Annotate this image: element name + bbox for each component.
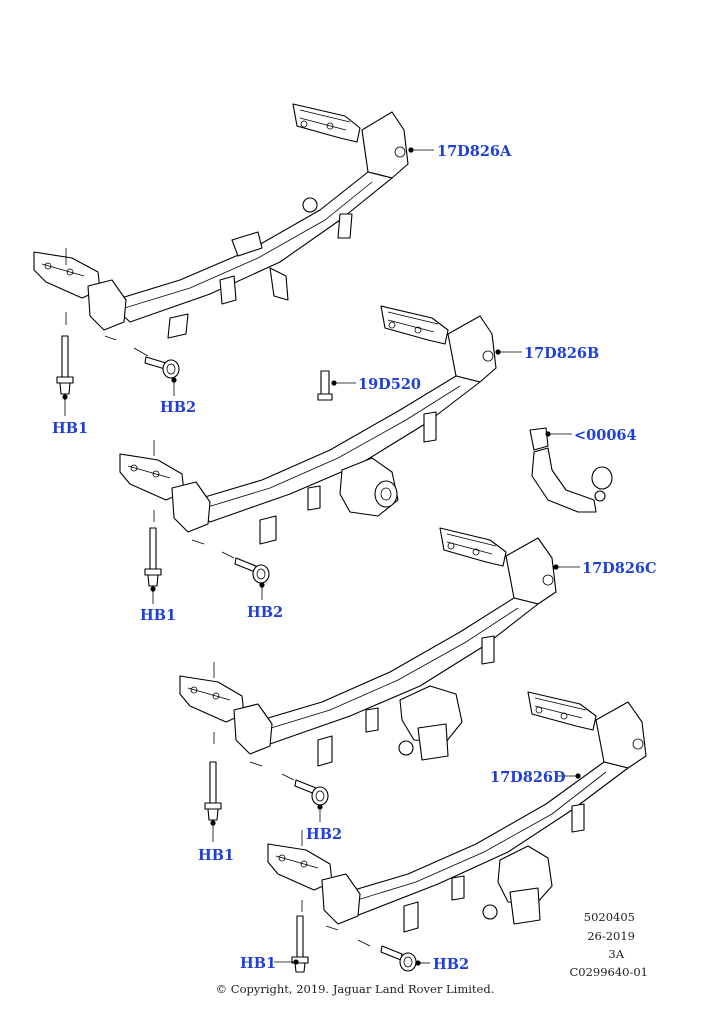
diagram-reference: C0299640-01 [569,965,648,979]
callout-hb1-b[interactable]: HB1 [140,607,176,624]
callout-hb1-d[interactable]: HB1 [240,955,276,972]
callout-hb2-c[interactable]: HB2 [306,826,342,843]
tow-bar-assembly-d[interactable] [267,691,647,947]
bolt-hb1-c[interactable] [204,761,222,821]
tow-bar-assembly-c[interactable] [179,527,557,781]
callout-17d826b[interactable]: 17D826B [524,345,599,362]
callout-hb2-d[interactable]: HB2 [433,956,469,973]
leader-lines [62,147,581,966]
callout-17d826a[interactable]: 17D826A [437,143,512,160]
callout-19d520[interactable]: 19D520 [358,376,421,393]
bolt-hb1-a[interactable] [56,335,74,395]
diagram-code: 3A [608,947,624,961]
bolt-hb2-a[interactable] [144,356,180,379]
callout-hb2-a[interactable]: HB2 [160,399,196,416]
callout-hb2-b[interactable]: HB2 [247,604,283,621]
towball-assembly[interactable] [529,427,613,513]
bolt-hb2-b[interactable] [234,557,270,584]
callout-17d826d[interactable]: 17D826D [490,769,566,786]
tow-bar-assembly-a[interactable] [33,103,409,357]
socket-bracket-19d520[interactable] [317,370,333,401]
bolt-hb2-d[interactable] [380,945,417,972]
diagram-number: 5020405 [584,910,635,924]
bolt-hb2-c[interactable] [294,779,329,806]
tow-bar-assembly-b[interactable] [119,305,497,559]
bolt-hb1-d[interactable] [291,915,309,973]
diagram-date: 26-2019 [587,929,635,943]
callout-hb1-c[interactable]: HB1 [198,847,234,864]
copyright-notice: © Copyright, 2019. Jaguar Land Rover Lim… [216,982,495,996]
callout-hb1-a[interactable]: HB1 [52,420,88,437]
callout-00064[interactable]: <00064 [574,427,637,444]
callout-17d826c[interactable]: 17D826C [582,560,657,577]
bolt-hb1-b[interactable] [144,527,162,587]
